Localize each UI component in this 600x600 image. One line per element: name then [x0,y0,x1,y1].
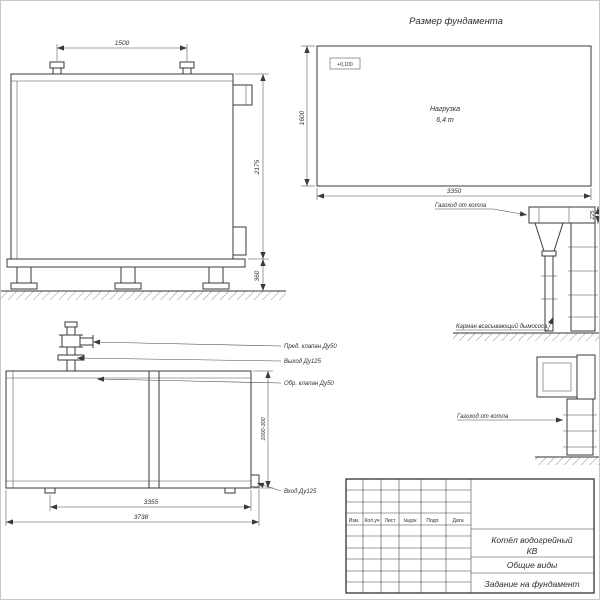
tb-col-podp: Подп. [426,518,439,524]
duct-down [566,398,594,456]
dim-2175-text: 2175 [254,159,261,175]
dim-1600: 1600 [299,45,315,187]
foundation-plan: Размер фундамента +0,100 Нагрузка 6,4 т … [299,16,592,200]
dim-1600-text: 1600 [299,110,306,125]
tb-col-data: Дата [452,518,463,524]
tb-name-line2: КВ [527,546,538,556]
side-box [232,226,247,256]
lifting-lug-left [49,61,65,75]
tb-task-label: Задание на фундамент [484,579,579,589]
ground-hatch-lower-duct [535,457,599,465]
dim-3355-text: 3355 [144,499,159,506]
load-label-line1: Нагрузка [430,106,460,113]
suction-pocket-label: Карман всасывающий дымососа [456,323,548,330]
label-inlet: Вход Ду125 [284,489,317,495]
duct-vertical-right [570,222,596,332]
load-label-line2: 6,4 т [436,117,454,124]
boiler-body [10,73,234,260]
valve-assembly [57,321,94,372]
inlet-stub [250,474,260,488]
elbow-side [576,354,596,400]
lifting-lug-right [179,61,195,75]
flue-stub [232,84,253,106]
boiler-plan-view: Пред. клапан Ду50 Выход Ду125 Обр. клапа… [5,321,337,526]
foot-right [224,487,236,494]
dim-depth: 1000-300 [253,370,273,489]
tb-col-ndok: №док [403,518,417,524]
foundation-outline [316,45,592,187]
foot-left [44,487,56,494]
foundation-title: Размер фундамента [409,16,503,27]
flue-duct-lower: Газоход от котла [457,354,599,465]
dim-225-text: 225 [590,209,596,220]
flue-duct-upper: Газоход от котла 225 Карман всасывающий [435,203,599,341]
ground-hatch [1,291,286,300]
dim-3355: 3355 [49,490,252,511]
ground-hatch-upper-duct [453,333,599,341]
dim-3738-text: 3738 [134,514,149,521]
elevation-mark: +0,100 [337,62,353,68]
dim-360: 360 [249,259,269,292]
tb-col-list: Лист [385,518,397,524]
plan-outline [5,370,252,489]
dim-1500-text: 1500 [115,40,130,47]
dim-360-text: 360 [254,270,261,281]
boiler-side-view: 1500 2175 360 [1,40,286,300]
flue-lower-label: Газоход от котла [457,414,509,420]
flue-upper-label: Газоход от котла [435,203,487,209]
dim-3350: 3350 [316,188,592,200]
label-safety-valve: Пред. клапан Ду50 [284,344,337,350]
tb-col-izm: Изм. [349,518,360,524]
title-block: Изм. Кол.уч Лист №док Подп. Дата Котёл в… [345,478,595,594]
base-frame [6,258,246,290]
tb-view-label: Общие виды [507,560,558,570]
dim-225: 225 [590,206,599,224]
dim-depth-text: 1000-300 [261,416,267,440]
dim-3350-text: 3350 [447,188,462,195]
label-outlet: Выход Ду125 [284,359,322,365]
tb-name-line1: Котёл водогрейный [491,535,572,545]
dim-1500: 1500 [56,40,188,61]
dim-3738: 3738 [5,489,260,526]
label-check-valve: Обр. клапан Ду50 [284,381,334,387]
suction-pocket [534,222,564,332]
tb-col-koluch: Кол.уч [365,518,380,524]
elevation-mark-box [329,57,361,70]
